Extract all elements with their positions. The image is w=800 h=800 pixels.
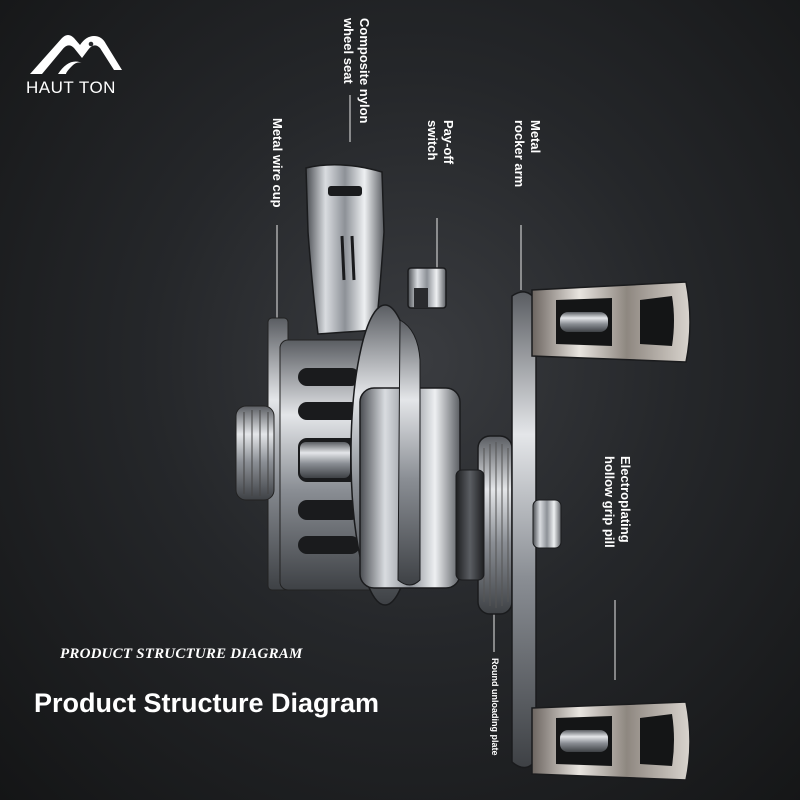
mountain-wave-logo-icon [30, 35, 122, 74]
callout-composite-seat: Composite nylon wheel seat [341, 18, 372, 124]
callout-rocker-arm: Metal rocker arm [512, 120, 543, 188]
diagram-title: Product Structure Diagram [34, 688, 380, 718]
brand-name: HAUT TON [26, 78, 116, 97]
callout-wire-cup: Metal wire cup [270, 118, 285, 208]
diagram-subtitle: PRODUCT STRUCTURE DIAGRAM [60, 646, 303, 662]
callout-grip-pill: Electroplating hollow grip pill [602, 456, 633, 548]
callout-unloading-plate: Round unloading plate [490, 658, 500, 756]
callout-payoff-switch: Pay-off switch [425, 120, 456, 165]
